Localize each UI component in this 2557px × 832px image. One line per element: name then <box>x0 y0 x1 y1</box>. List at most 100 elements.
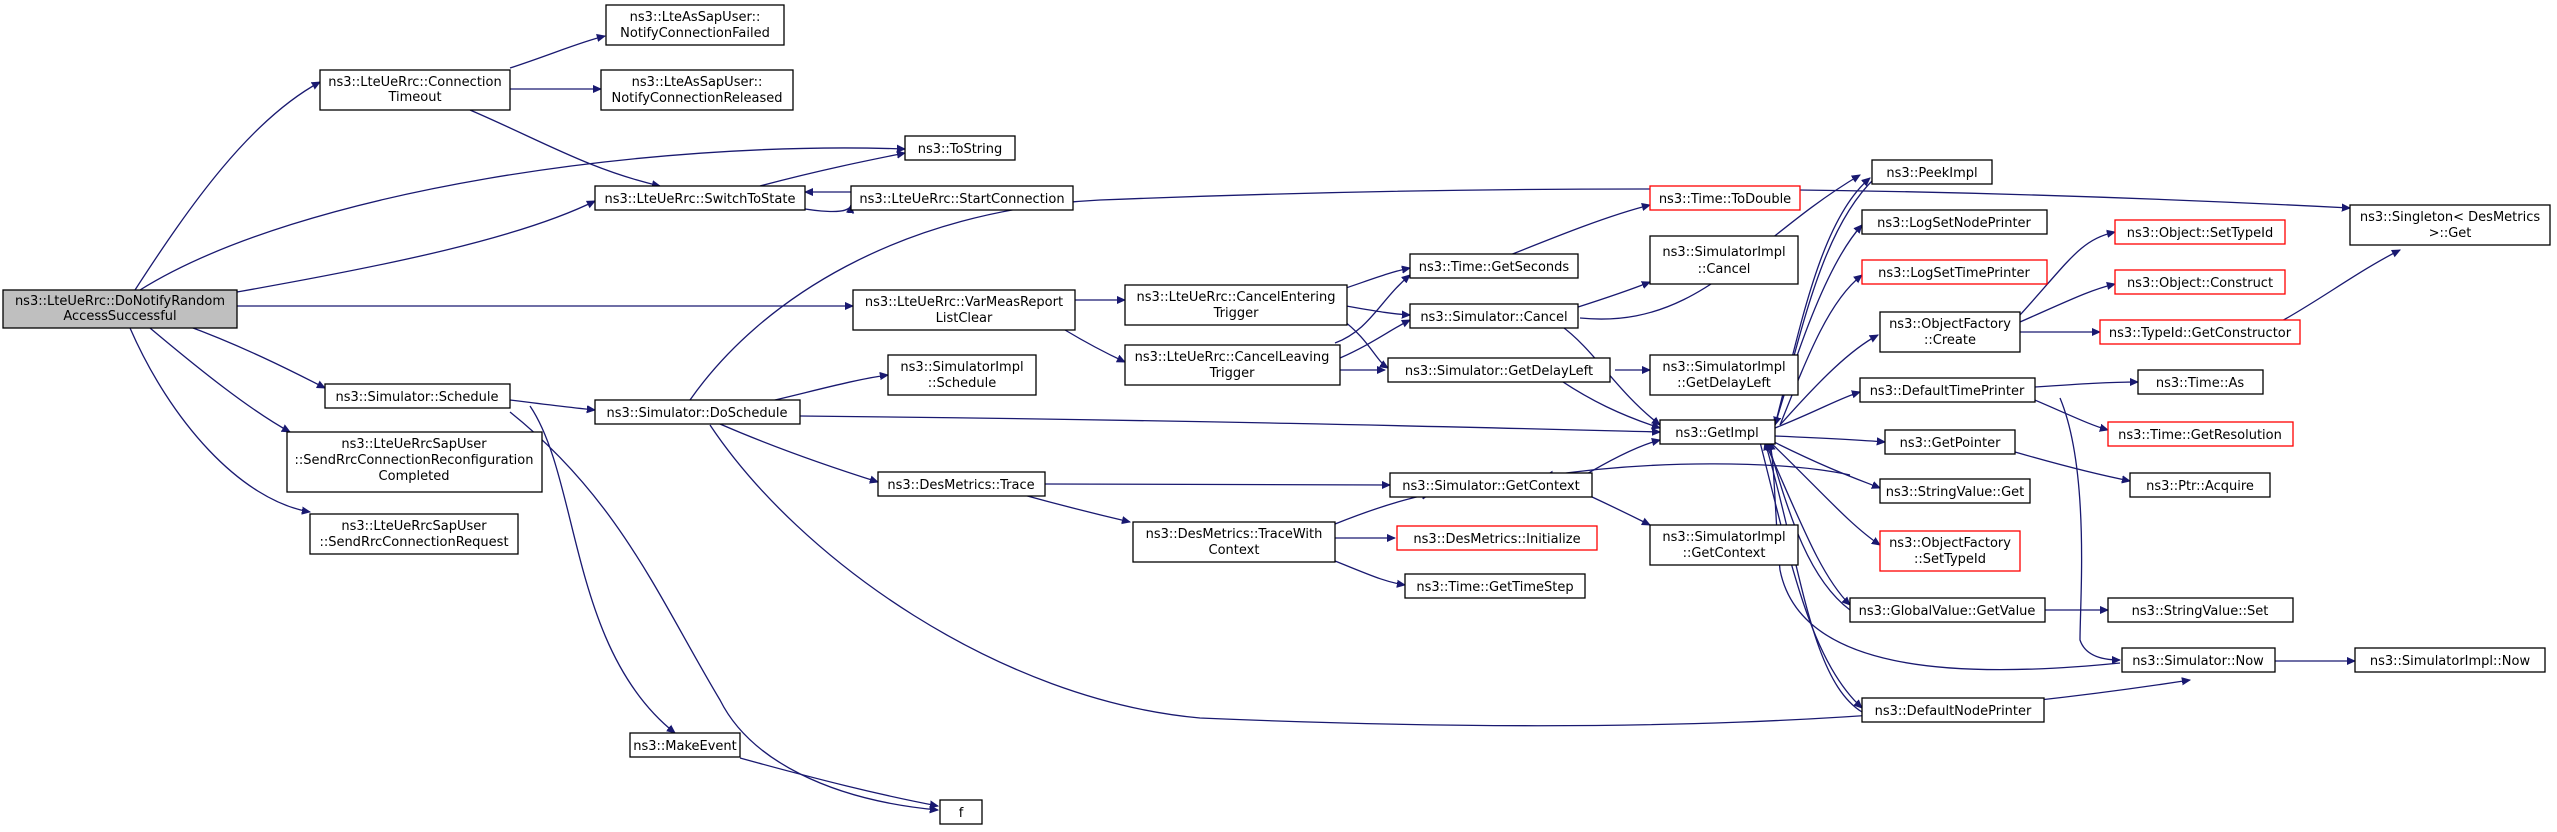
edge-cancelleaving-getseconds <box>1334 275 1410 344</box>
svg-text:ListClear: ListClear <box>936 311 993 326</box>
svg-text:ns3::SimulatorImpl: ns3::SimulatorImpl <box>900 360 1023 375</box>
edge-simcancel-simimplcancel <box>1574 282 1650 309</box>
node-notifyconnectionreleased[interactable]: ns3::LteAsSapUser:: NotifyConnectionRele… <box>600 69 794 111</box>
node-varmeasreportlistclear[interactable]: ns3::LteUeRrc::VarMeasReport ListClear <box>852 289 1076 331</box>
node-defaultnodeprinter[interactable]: ns3::DefaultNodePrinter <box>1861 697 2045 723</box>
node-defaulttimeprinter[interactable]: ns3::DefaultTimePrinter <box>1859 377 2036 403</box>
node-simulatorcancel[interactable]: ns3::Simulator::Cancel <box>1409 303 1579 329</box>
node-tostring[interactable]: ns3::ToString <box>904 135 1016 161</box>
node-peekimpl[interactable]: ns3::PeekImpl <box>1871 159 1993 185</box>
edge-getseconds-todouble <box>1509 205 1650 256</box>
node-objectfactorycreate[interactable]: ns3::ObjectFactory ::Create <box>1879 311 2021 353</box>
node-simulatorgetdelayleft[interactable]: ns3::Simulator::GetDelayLeft <box>1387 357 1611 383</box>
edge-donotify-tostring <box>139 148 905 291</box>
edge-doschedule-getimpl <box>799 415 1660 432</box>
svg-text:ns3::DesMetrics::TraceWith: ns3::DesMetrics::TraceWith <box>1146 527 1323 542</box>
edge-donotify-switchtostate <box>236 200 595 293</box>
node-desmetricsinitialize[interactable]: ns3::DesMetrics::Initialize <box>1396 525 1598 551</box>
node-desmetricstrace[interactable]: ns3::DesMetrics::Trace <box>877 471 1046 497</box>
node-switchtostate[interactable]: ns3::LteUeRrc::SwitchToState <box>594 185 806 211</box>
svg-text:ns3::ObjectFactory: ns3::ObjectFactory <box>1889 317 2011 332</box>
svg-text:Timeout: Timeout <box>387 90 441 105</box>
edge-schedule-makeevent <box>529 405 675 733</box>
edge-destrace-getcontext <box>1044 484 1390 485</box>
svg-text:ns3::LteUeRrc::CancelLeaving: ns3::LteUeRrc::CancelLeaving <box>1135 350 1330 365</box>
svg-text:ns3::Simulator::DoSchedule: ns3::Simulator::DoSchedule <box>606 406 787 421</box>
node-logsettimeprinter[interactable]: ns3::LogSetTimePrinter <box>1861 259 2048 285</box>
node-simulatorimplcancel[interactable]: ns3::SimulatorImpl ::Cancel <box>1649 235 1799 285</box>
node-makeevent[interactable]: ns3::MakeEvent <box>629 732 741 758</box>
node-donotifyrandomaccesssuccessful[interactable]: ns3::LteUeRrc::DoNotifyRandom AccessSucc… <box>2 289 238 329</box>
edge-getimpl-getpointer <box>1774 435 1885 442</box>
svg-text:ns3::Simulator::GetDelayLeft: ns3::Simulator::GetDelayLeft <box>1405 364 1593 379</box>
svg-text:ns3::Simulator::Now: ns3::Simulator::Now <box>2132 654 2264 669</box>
node-timeas[interactable]: ns3::Time::As <box>2137 369 2264 395</box>
svg-text:ns3::LteUeRrcSapUser: ns3::LteUeRrcSapUser <box>341 437 487 452</box>
svg-text:ns3::Time::GetTimeStep: ns3::Time::GetTimeStep <box>1416 580 1573 595</box>
node-typeidgetconstructor[interactable]: ns3::TypeId::GetConstructor <box>2099 319 2301 345</box>
svg-text:ns3::DefaultNodePrinter: ns3::DefaultNodePrinter <box>1875 704 2032 719</box>
svg-text:ns3::GetPointer: ns3::GetPointer <box>1900 436 2001 451</box>
node-sendrrcconnectionreconfigurationcompleted[interactable]: ns3::LteUeRrcSapUser ::SendRrcConnection… <box>286 431 543 493</box>
node-cancelenteringtrigger[interactable]: ns3::LteUeRrc::CancelEntering Trigger <box>1124 284 1348 326</box>
edge-getdelayleft-getimpl <box>1559 379 1660 428</box>
node-logsetnodeprinter[interactable]: ns3::LogSetNodePrinter <box>1861 209 2048 235</box>
node-simulatorimplgetcontext[interactable]: ns3::SimulatorImpl ::GetContext <box>1649 524 1799 566</box>
svg-text:ns3::TypeId::GetConstructor: ns3::TypeId::GetConstructor <box>2109 326 2292 341</box>
edge-getimpl-globalvaluegetvalue <box>1764 441 1850 605</box>
svg-text:ns3::LteUeRrcSapUser: ns3::LteUeRrcSapUser <box>341 519 487 534</box>
node-getpointer[interactable]: ns3::GetPointer <box>1884 429 2016 455</box>
node-timegetseconds[interactable]: ns3::Time::GetSeconds <box>1409 253 1579 279</box>
node-f[interactable]: f <box>939 799 983 825</box>
edge-getcontext-getimpl <box>1579 440 1660 479</box>
node-objectsettypeid[interactable]: ns3::Object::SetTypeId <box>2114 219 2286 245</box>
node-timetodouble[interactable]: ns3::Time::ToDouble <box>1649 185 1801 211</box>
node-objectconstruct[interactable]: ns3::Object::Construct <box>2114 269 2286 295</box>
node-schedule[interactable]: ns3::Simulator::Schedule <box>324 383 511 409</box>
node-sendrrcconnectionrequest[interactable]: ns3::LteUeRrcSapUser ::SendRrcConnection… <box>309 513 519 555</box>
svg-text:Trigger: Trigger <box>1213 306 1259 321</box>
node-connectiontimeout[interactable]: ns3::LteUeRrc::Connection Timeout <box>319 69 511 111</box>
svg-text:ns3::GetImpl: ns3::GetImpl <box>1675 426 1759 441</box>
edge-doschedule-singleton <box>689 188 2350 401</box>
svg-text:ns3::LogSetNodePrinter: ns3::LogSetNodePrinter <box>1877 216 2031 231</box>
node-timegetresolution[interactable]: ns3::Time::GetResolution <box>2107 421 2294 447</box>
edge-makeevent-f <box>739 757 938 806</box>
node-globalvaluegetvalue[interactable]: ns3::GlobalValue::GetValue <box>1849 597 2046 623</box>
node-objectfactorysettypeid[interactable]: ns3::ObjectFactory ::SetTypeId <box>1879 530 2021 572</box>
node-simulatorimplschedule[interactable]: ns3::SimulatorImpl ::Schedule <box>887 354 1037 396</box>
svg-text:::GetDelayLeft: ::GetDelayLeft <box>1677 376 1771 391</box>
nodes: ns3::LteUeRrc::DoNotifyRandom AccessSucc… <box>2 4 2551 825</box>
node-notifyconnectionfailed[interactable]: ns3::LteAsSapUser:: NotifyConnectionFail… <box>605 4 785 46</box>
svg-text:::Cancel: ::Cancel <box>1698 262 1751 277</box>
svg-text:ns3::Time::ToDouble: ns3::Time::ToDouble <box>1659 192 1791 207</box>
node-singletondesmetricsget[interactable]: ns3::Singleton< DesMetrics >::Get <box>2349 204 2551 246</box>
edge-defaulttimeprinter-getresolution <box>2029 397 2108 430</box>
node-tracewithcontext[interactable]: ns3::DesMetrics::TraceWith Context <box>1132 521 1336 563</box>
node-simulatorgetcontext[interactable]: ns3::Simulator::GetContext <box>1389 472 1593 498</box>
node-simulatornow[interactable]: ns3::Simulator::Now <box>2121 647 2276 673</box>
svg-text:ns3::PeekImpl: ns3::PeekImpl <box>1886 166 1977 181</box>
node-stringvalueset[interactable]: ns3::StringValue::Set <box>2107 597 2294 623</box>
svg-text:ns3::LteAsSapUser::: ns3::LteAsSapUser:: <box>630 10 761 25</box>
node-startconnection[interactable]: ns3::LteUeRrc::StartConnection <box>850 185 1074 211</box>
svg-text:ns3::SimulatorImpl: ns3::SimulatorImpl <box>1662 245 1785 260</box>
svg-text:ns3::DesMetrics::Initialize: ns3::DesMetrics::Initialize <box>1413 532 1580 547</box>
node-cancelleavingtrigger[interactable]: ns3::LteUeRrc::CancelLeaving Trigger <box>1124 344 1341 386</box>
svg-text:ns3::Simulator::Schedule: ns3::Simulator::Schedule <box>335 390 498 405</box>
svg-text:ns3::LteAsSapUser::: ns3::LteAsSapUser:: <box>632 75 763 90</box>
node-getimpl[interactable]: ns3::GetImpl <box>1659 419 1776 445</box>
node-doschedule[interactable]: ns3::Simulator::DoSchedule <box>594 399 801 425</box>
svg-text:f: f <box>959 806 964 821</box>
edge-donotify-connectiontimeout <box>134 81 320 291</box>
svg-text:ns3::LteUeRrc::Connection: ns3::LteUeRrc::Connection <box>328 75 501 90</box>
node-timegettimestep[interactable]: ns3::Time::GetTimeStep <box>1404 573 1586 599</box>
svg-text:ns3::Simulator::Cancel: ns3::Simulator::Cancel <box>1420 310 1567 325</box>
svg-text:::SendRrcConnectionRequest: ::SendRrcConnectionRequest <box>319 535 508 550</box>
edge-globalvalue-getimpl <box>1768 442 1851 611</box>
node-simulatorimplnow[interactable]: ns3::SimulatorImpl::Now <box>2354 647 2546 673</box>
node-ptracquire[interactable]: ns3::Ptr::Acquire <box>2129 472 2271 498</box>
svg-text:Trigger: Trigger <box>1209 366 1255 381</box>
node-stringvalueget[interactable]: ns3::StringValue::Get <box>1879 478 2031 504</box>
node-simulatorimplgetdelayleft[interactable]: ns3::SimulatorImpl ::GetDelayLeft <box>1649 354 1799 396</box>
